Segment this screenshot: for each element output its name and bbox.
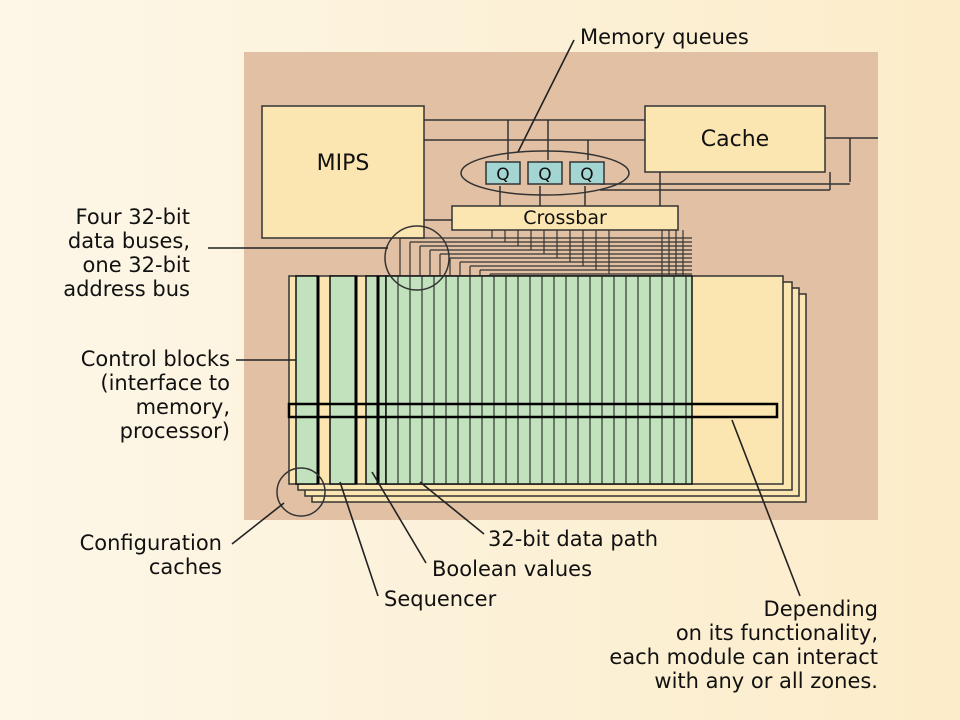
data-path-label: 32-bit data path [488, 527, 658, 551]
bus-lines [399, 230, 692, 276]
cache-label: Cache [701, 127, 769, 152]
depending-line-2: on its functionality, [676, 621, 878, 645]
config-caches-line-1: Configuration [80, 531, 222, 555]
sequencer-zone [329, 275, 357, 485]
control-blocks-line-2: (interface to [100, 371, 230, 395]
data-buses-line-4: address bus [63, 277, 190, 301]
queue-3-label: Q [580, 165, 593, 185]
queue-1-label: Q [496, 165, 509, 185]
sequencer-label: Sequencer [384, 587, 497, 611]
crossbar-label: Crossbar [523, 207, 607, 229]
data-buses-line-2: data buses, [68, 229, 190, 253]
mips-label: MIPS [317, 151, 370, 176]
control-zone [295, 275, 319, 485]
leader-lines [208, 39, 801, 597]
memory-queues-label: Memory queues [580, 25, 749, 49]
data-buses-line-1: Four 32-bit [76, 205, 191, 229]
cache-block: Cache [644, 105, 826, 173]
memory-queues-ellipse [460, 150, 630, 196]
crossbar-block: Crossbar [451, 205, 679, 231]
mips-block: MIPS [261, 105, 425, 239]
datapath-zone [385, 275, 693, 485]
data-buses-line-3: one 32-bit [83, 253, 190, 277]
queue-1 [485, 161, 521, 185]
control-blocks-line-4: processor) [120, 419, 230, 443]
depending-line-4: with any or all zones. [654, 669, 878, 693]
control-blocks-line-1: Control blocks [81, 347, 230, 371]
depending-line-1: Depending [764, 597, 878, 621]
module-stack [287, 275, 807, 503]
config-circle [276, 467, 326, 517]
boolean-zone [365, 275, 387, 485]
horizontal-band [287, 402, 779, 419]
interconnect-wires [424, 119, 878, 221]
control-blocks-line-3: memory, [136, 395, 230, 419]
datapath-column-lines [397, 276, 687, 484]
depending-line-3: each module can interact [609, 645, 878, 669]
queue-3 [569, 161, 605, 185]
queue-group: Q Q Q [485, 161, 605, 185]
config-caches-line-2: caches [149, 555, 222, 579]
queue-2-label: Q [538, 165, 551, 185]
queue-2 [527, 161, 563, 185]
bus-circle [384, 225, 450, 291]
boolean-values-label: Boolean values [432, 557, 592, 581]
